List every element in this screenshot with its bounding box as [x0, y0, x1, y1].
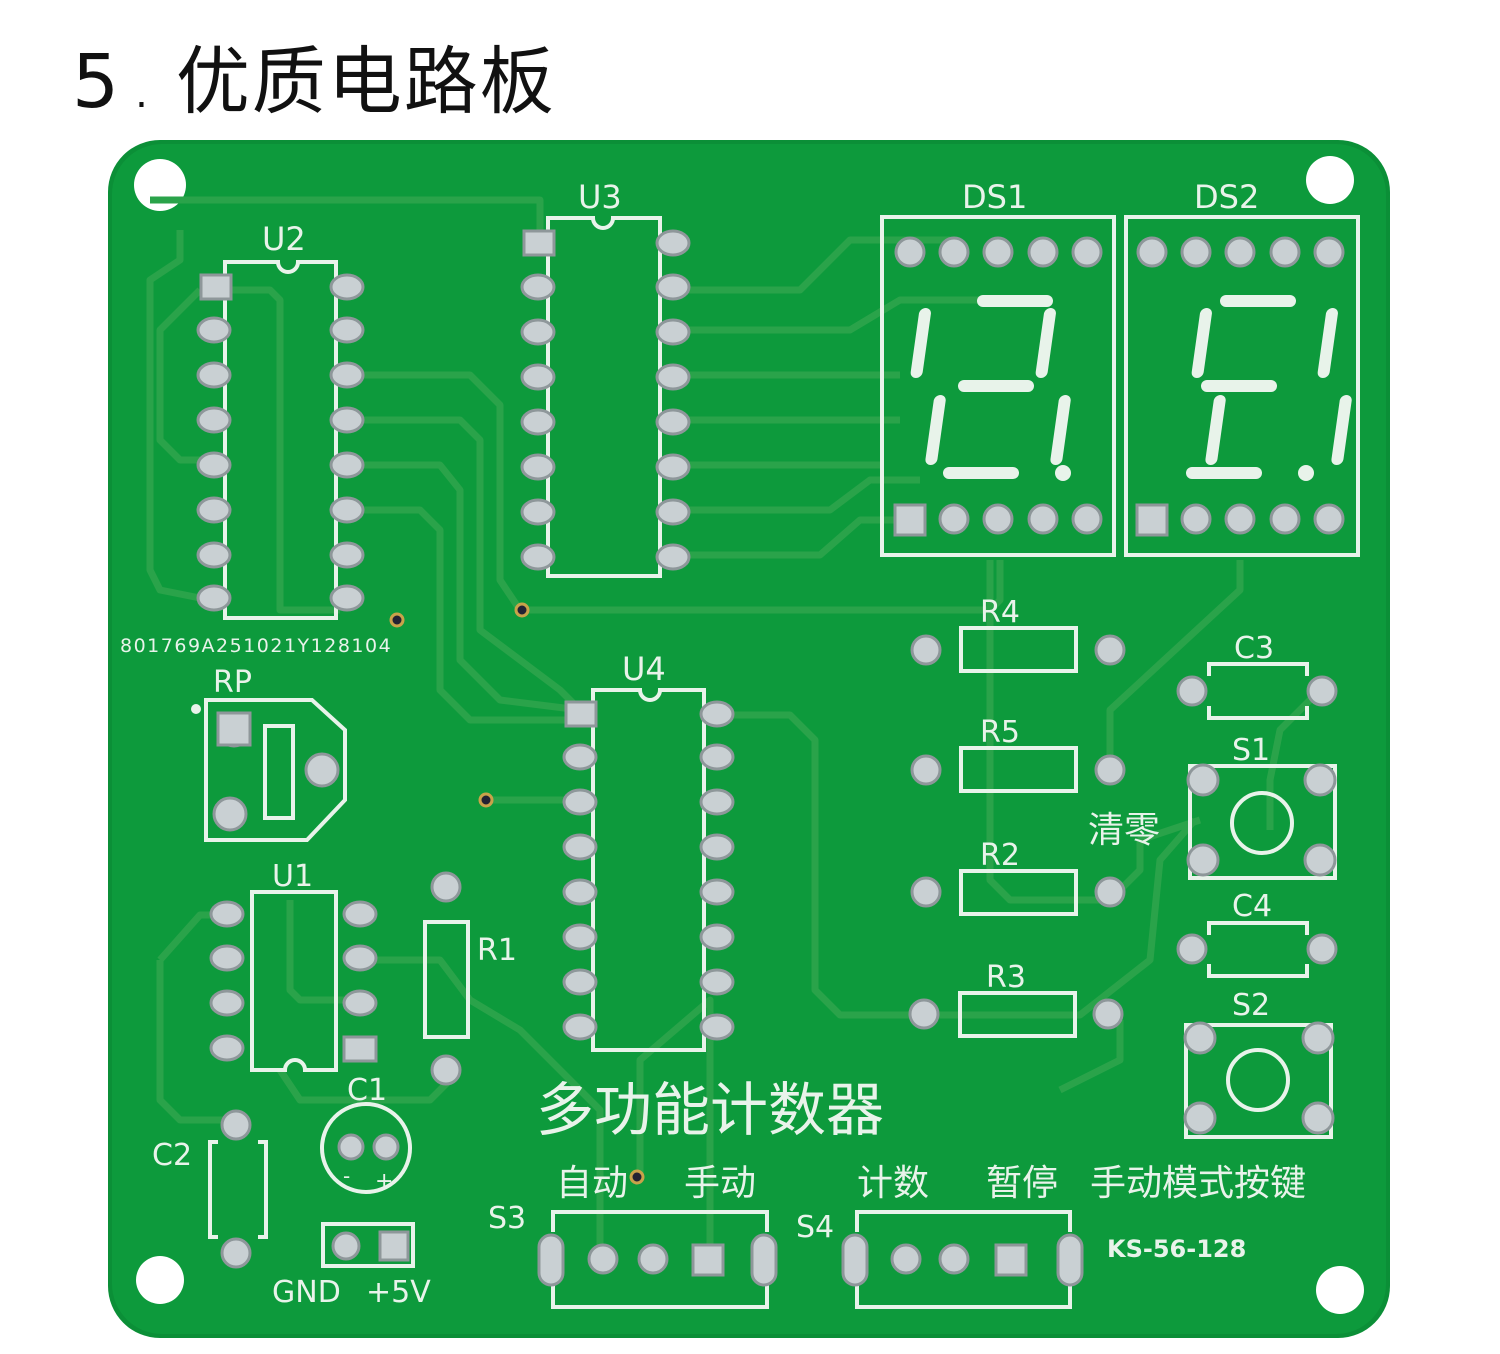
- label-c3: C3: [1234, 631, 1274, 666]
- label-c1: C1: [347, 1073, 387, 1108]
- label-gnd: GND: [272, 1275, 341, 1310]
- label-manual-mode-key: 手动模式按键: [1090, 1163, 1306, 1204]
- label-s2: S2: [1232, 988, 1270, 1023]
- switch-s3: S3 自动 手动: [488, 1163, 769, 1309]
- label-ds1: DS1: [962, 178, 1027, 216]
- label-r5: R5: [980, 715, 1020, 750]
- capacitor-c3: C3: [1207, 631, 1309, 720]
- label-s4: S4: [796, 1210, 834, 1245]
- resistor-r2: R2: [959, 838, 1078, 916]
- heading-number: 5: [72, 39, 122, 125]
- ic-socket-u2: U2: [223, 220, 338, 620]
- label-r3: R3: [986, 960, 1026, 995]
- copper-traces: [146, 196, 1323, 1260]
- label-pause: 暂停: [986, 1163, 1058, 1204]
- label-ds2: DS2: [1194, 178, 1259, 216]
- label-r1: R1: [477, 933, 517, 968]
- ic-socket-u3: U3: [546, 178, 662, 578]
- display-ds2: DS2: [1124, 178, 1360, 557]
- mounting-hole-icon: [136, 1256, 184, 1304]
- button-s2: S2: [1184, 988, 1333, 1139]
- serial-number: 801769A251021Y128104: [120, 635, 392, 657]
- label-count: 计数: [857, 1163, 929, 1204]
- label-clear: 清零: [1088, 810, 1160, 851]
- ic-socket-u1: U1: [250, 859, 338, 1072]
- label-s1: S1: [1232, 733, 1270, 768]
- board-title: 多功能计数器: [536, 1076, 884, 1144]
- solder-pads: [196, 229, 1345, 1287]
- label-s3: S3: [488, 1201, 526, 1236]
- label-u3: U3: [578, 178, 622, 216]
- power-header: GND +5V: [272, 1222, 431, 1310]
- page-heading: 5. 优质电路板: [72, 22, 556, 129]
- capacitor-c1: C1 - +: [320, 1073, 412, 1194]
- display-ds1: DS1: [880, 178, 1116, 557]
- label-u2: U2: [262, 220, 306, 258]
- resistor-r3: R3: [958, 960, 1077, 1038]
- label-5v: +5V: [366, 1275, 431, 1310]
- label-c4: C4: [1232, 889, 1272, 924]
- mounting-hole-icon: [1306, 156, 1354, 204]
- resistor-r1: R1: [423, 920, 517, 1039]
- label-u4: U4: [622, 650, 666, 688]
- label-c1-minus: -: [343, 1164, 350, 1188]
- button-s1: S1: [1188, 733, 1337, 880]
- label-c1-plus: +: [375, 1169, 393, 1194]
- resistor-r5: R5: [959, 715, 1078, 793]
- model-number: KS-56-128: [1107, 1235, 1246, 1263]
- potentiometer-rp: RP: [191, 665, 347, 842]
- label-auto: 自动: [556, 1163, 628, 1204]
- label-r4: R4: [980, 595, 1020, 630]
- heading-separator: .: [135, 71, 150, 117]
- capacitor-c4: C4: [1207, 889, 1309, 978]
- heading-title: 优质电路板: [175, 39, 556, 125]
- label-manual: 手动: [684, 1163, 756, 1204]
- capacitor-c2: C2: [152, 1138, 268, 1239]
- switch-s4: S4 计数 暂停: [796, 1163, 1072, 1309]
- label-u1: U1: [272, 859, 313, 894]
- label-rp: RP: [213, 665, 252, 700]
- mounting-hole-icon: [1316, 1266, 1364, 1314]
- resistor-r4: R4: [959, 595, 1078, 673]
- label-r2: R2: [980, 838, 1020, 873]
- label-c2: C2: [152, 1138, 192, 1173]
- ic-socket-u4: U4: [591, 650, 706, 1052]
